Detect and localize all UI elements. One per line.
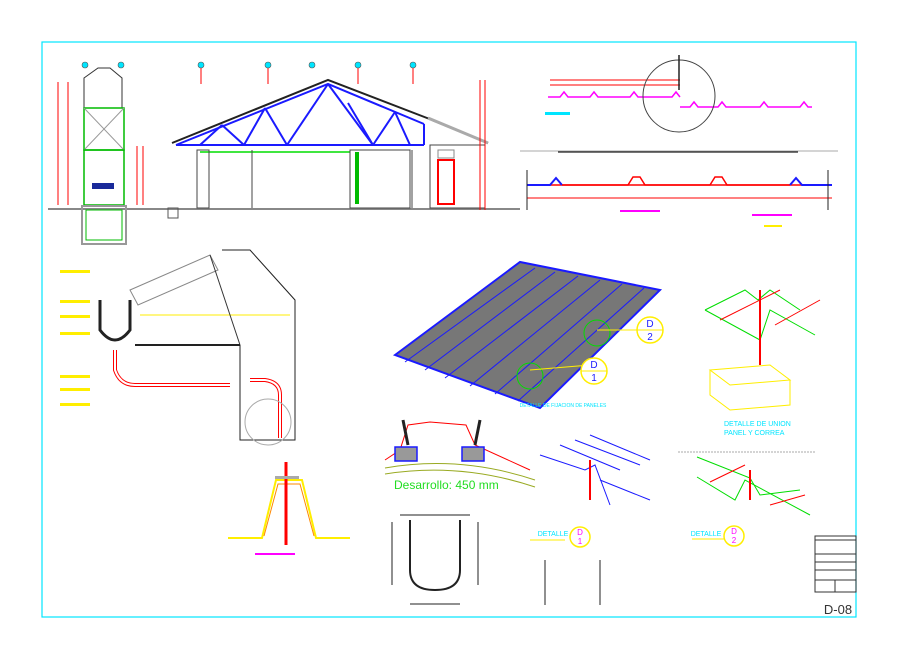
- detail-label: DETALLE: [538, 531, 569, 538]
- callout-number: 2: [647, 332, 653, 343]
- callout-letter: D: [646, 319, 653, 330]
- callout-number: 1: [578, 537, 583, 546]
- detail-bubble-d2: [723, 525, 745, 547]
- callout-letter: D: [731, 527, 737, 536]
- callout-number: 1: [591, 373, 597, 384]
- roof-panel-isometric: D 1 D 2 DETALLE DE FIJACION DE PANELES: [392, 260, 664, 410]
- panel-purlin-union-detail: DETALLE DE UNION PANEL Y CORREA DETALLE …: [678, 289, 821, 547]
- callout-number: 2: [732, 536, 737, 545]
- sheet-code: D-08: [824, 602, 852, 617]
- union-caption-line1: DETALLE DE UNION: [724, 421, 791, 428]
- development-length-label: Desarrollo: 450 mm: [394, 478, 499, 492]
- screw-section-detail: Desarrollo: 450 mm: [384, 419, 536, 492]
- detail-bubble-d1: [569, 526, 591, 548]
- panel-profile-detail: [520, 55, 838, 227]
- building-elevation: [48, 61, 520, 245]
- detail-label: DETALLE: [691, 531, 722, 538]
- gutter-detail: [60, 249, 296, 446]
- panel-fixing-caption: DETALLE DE FIJACION DE PANELES: [520, 403, 607, 409]
- u-profile-detail: [391, 514, 479, 605]
- rib-fixing-detail: [228, 462, 350, 555]
- callout-letter: D: [590, 360, 597, 371]
- union-caption-line2: PANEL Y CORREA: [724, 430, 785, 437]
- title-block: D-08: [814, 535, 857, 617]
- sheet-border: [41, 41, 857, 618]
- callout-letter: D: [577, 528, 583, 537]
- detail-d1-isometric: DETALLE D 1: [530, 434, 651, 605]
